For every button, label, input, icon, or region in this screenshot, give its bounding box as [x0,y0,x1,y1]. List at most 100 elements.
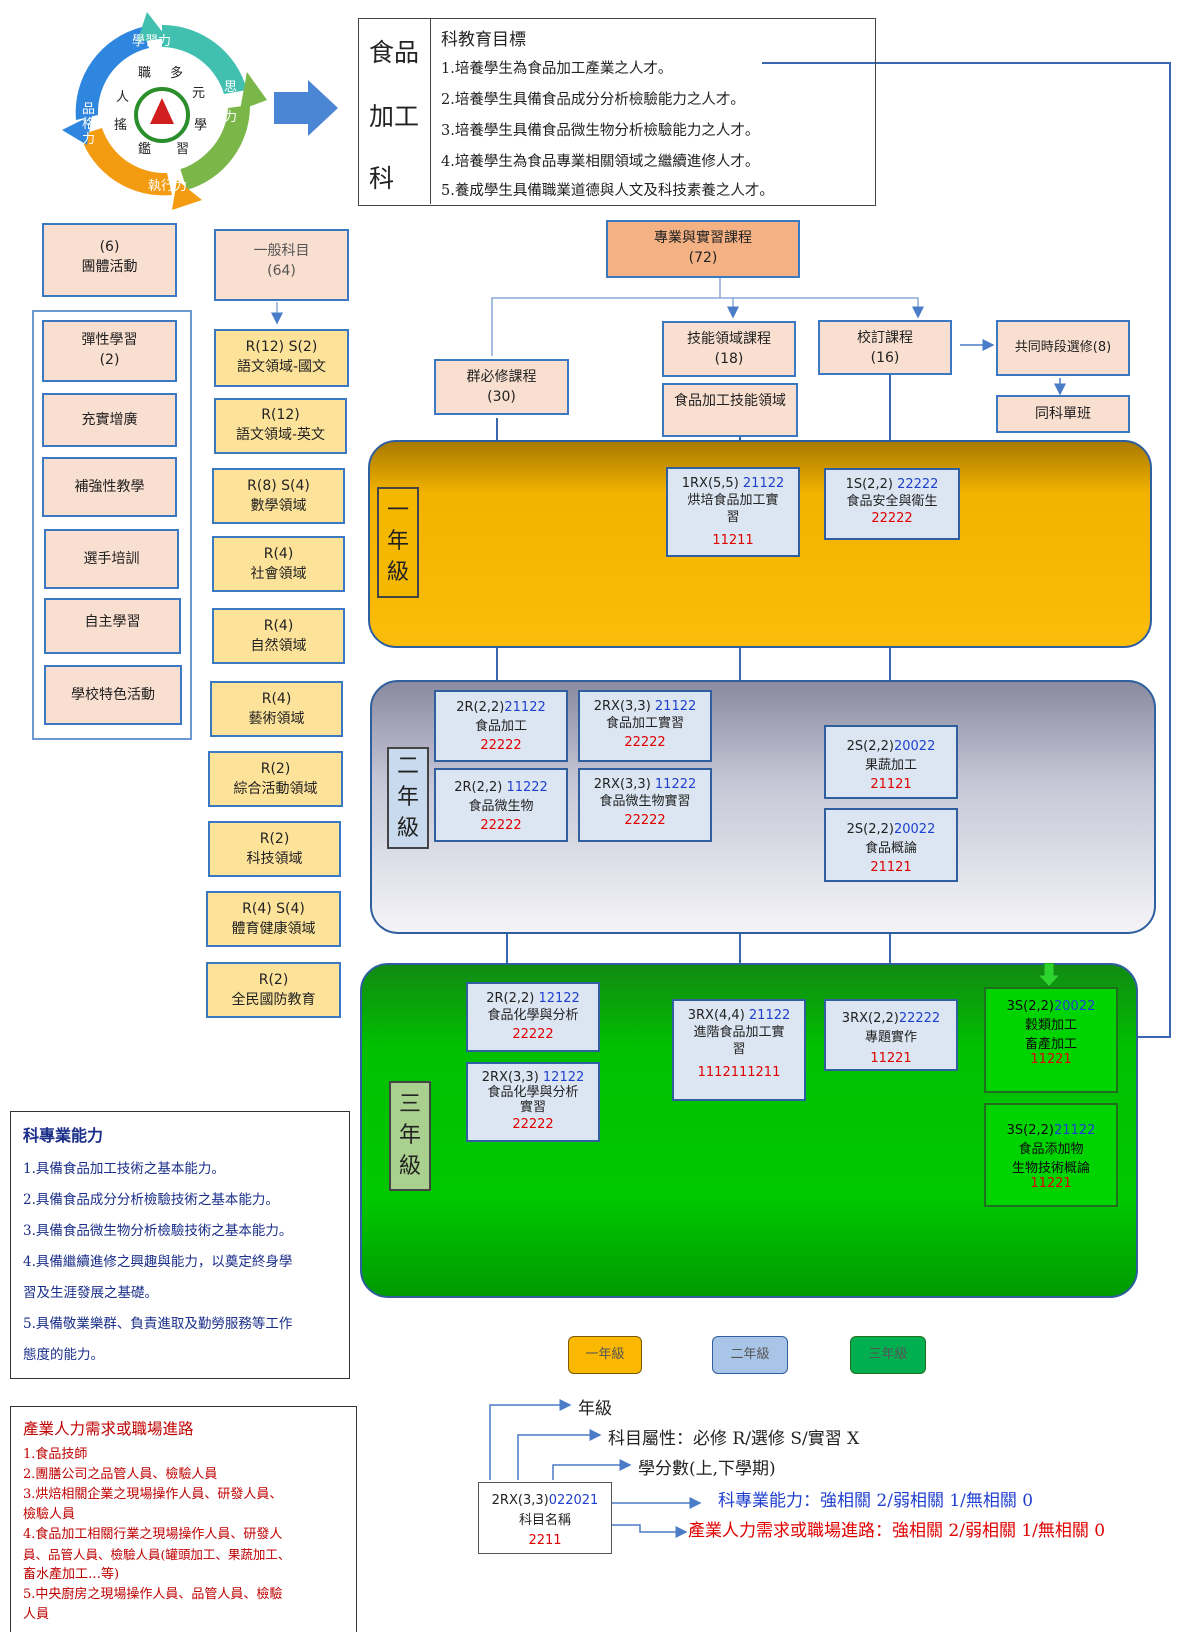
course-ability-code: 20022 [893,739,936,754]
career-4: 4.食品加工相關行業之現場操作人員、研發人 [23,1527,283,1542]
enrichment-box: 充實增廣 [42,393,177,447]
subject-pe-health-code: R(4) S(4) [242,901,305,917]
course-ability-code: 21122 [1053,1123,1096,1138]
course-name-cont: 習 [726,510,740,525]
career-3: 3.烘焙相關企業之現場操作人員、研發人員、 [23,1487,283,1502]
course-name: 食品化學與分析 [487,1085,579,1100]
remedial-label: 補強性教學 [74,479,145,495]
course-name: 食品加工實習 [605,716,684,731]
course-career-code: 22222 [624,735,666,750]
goal-1: 1.培養學生為食品加工產業之人才。 [441,61,673,77]
skill-domain-box: 技能領域課程 (18) [662,321,796,377]
course-ability-code: 11222 [654,777,697,792]
group-required-box: 群必修課程 (30) [434,359,569,415]
course-career-code: 11221 [1030,1176,1072,1191]
department-name-line3: 科 [369,164,395,193]
career-3-cont: 檢驗人員 [23,1507,76,1522]
legend-year2-label: 二年級 [730,1347,770,1362]
school-logo: 學習力 思創力 執行力 品格力 職 多 元 學 習 鑑 搖 人 [52,10,272,210]
subject-pe-health: R(4) S(4) 體育健康領域 [206,891,341,947]
course-ability-code: 11222 [506,780,548,795]
course-code: 2R(2,2) [454,780,503,795]
course-name-cont: 畜產加工 [1024,1037,1077,1052]
course-y2-food-intro: 2S(2,2)20022 食品概論 21121 [824,808,958,882]
course-y2-microbiology-lab: 2RX(3,3) 11222 食品微生物實習 22222 [578,768,712,842]
key-ability-code: 022021 [548,1493,599,1508]
group-required-label: 群必修課程 [466,369,537,385]
key-label-careers: 產業人力需求或職場進路：強相關 2/弱相關 1/無相關 0 [688,1521,1106,1541]
course-code: 3RX(2,2) [841,1011,899,1026]
goal-5: 5.養成學生具備職業道德與人文及科技素養之人才。 [441,183,774,199]
subject-science-name: 自然領域 [250,638,307,654]
year3-char2: 年 [398,1123,421,1148]
subject-math-code: R(8) S(4) [247,478,310,494]
year3-label: 三 年 級 [389,1081,431,1191]
course-career-code: 21121 [870,860,912,875]
school-courses-box: 校訂課程 (16) [818,320,952,375]
course-ability-code: 20022 [893,822,936,837]
group-activity-box: (6) 團體活動 [42,223,177,297]
subject-defense-code: R(2) [258,972,289,988]
course-career-code: 21121 [870,777,912,792]
general-subjects-credits: (64) [267,263,296,279]
subject-science-code: R(4) [263,618,294,634]
ability-5-cont: 態度的能力。 [23,1347,104,1363]
year2-char3: 級 [396,816,419,841]
self-learning-box: 自主學習 [44,598,181,654]
course-ability-code: 21122 [654,699,697,714]
subject-technology-code: R(2) [259,831,290,847]
course-career-code: 11221 [1030,1052,1072,1067]
course-code: 2RX(3,3) [481,1070,539,1085]
logo-inner-7: 搖 [114,118,128,133]
ability-4-cont: 習及生涯發展之基礎。 [23,1285,158,1301]
goal-3: 3.培養學生具備食品微生物分析檢驗能力之人才。 [441,123,760,139]
course-y3-project: 3RX(2,2)22222 專題實作 11221 [824,999,958,1071]
course-ability-code: 21122 [748,1008,791,1023]
subject-pe-health-name: 體育健康領域 [231,921,316,937]
course-ability-code: 12122 [538,991,580,1006]
course-y3-chem-analysis: 2R(2,2) 12122 食品化學與分析 22222 [466,982,600,1052]
course-name: 進階食品加工實 [693,1025,785,1040]
flexible-learning-label: 彈性學習 [81,332,138,348]
course-y3-chem-analysis-lab: 2RX(3,3) 12122 食品化學與分析 實習 22222 [466,1062,600,1142]
course-y2-microbiology: 2R(2,2) 11222 食品微生物 22222 [434,768,568,842]
subject-defense-name: 全民國防教育 [231,992,316,1008]
careers-box: 產業人力需求或職場進路 1.食品技師 2.團膳公司之品管人員、檢驗人員 3.烘焙… [10,1406,357,1632]
school-feature-box: 學校特色活動 [44,665,182,725]
subject-social: R(4) 社會領域 [212,536,345,592]
key-label-attribute: 科目屬性：必修 R/選修 S/實習 X [608,1429,860,1449]
right-arrow-icon [274,80,338,136]
course-ability-code: 12122 [542,1070,585,1085]
career-2: 2.團膳公司之品管人員、檢驗人員 [23,1467,218,1482]
ability-5: 5.具備敬業樂群、負責進取及勤勞服務等工作 [23,1316,293,1332]
course-name: 食品化學與分析 [487,1008,579,1023]
remedial-box: 補強性教學 [42,457,177,517]
subject-integrative-name: 綜合活動領域 [233,781,318,797]
key-code: 2RX(3,3) [491,1493,549,1508]
course-code: 1RX(5,5) [681,476,739,491]
course-name-cont: 習 [732,1042,746,1057]
course-career-code: 22222 [624,813,666,828]
subject-arts: R(4) 藝術領域 [210,681,343,737]
career-1: 1.食品技師 [23,1447,88,1462]
course-ability-code: 21122 [742,476,785,491]
ability-1: 1.具備食品加工技術之基本能力。 [23,1161,225,1177]
course-name: 食品添加物 [1018,1142,1084,1157]
course-code: 3S(2,2) [1006,999,1054,1014]
general-subjects-header: 一般科目 (64) [214,229,349,301]
legend-year2: 二年級 [712,1336,788,1374]
course-name: 食品加工 [474,719,527,734]
skill-sub-label: 食品加工技能領域 [674,393,786,409]
course-name-cont: 實習 [519,1100,546,1115]
course-career-code: 22222 [480,738,522,753]
year3-char3: 級 [398,1154,421,1179]
ability-4: 4.具備繼續進修之興趣與能力，以奠定終身學 [23,1254,293,1270]
course-name-cont: 生物技術概論 [1011,1161,1090,1176]
subject-social-name: 社會領域 [250,566,307,582]
school-courses-label: 校訂課程 [857,330,913,346]
year3-char1: 三 [398,1092,421,1117]
abilities-title: 科專業能力 [23,1126,104,1145]
course-y1-safety: 1S(2,2) 22222 食品安全與衛生 22222 [824,468,960,540]
self-learning-label: 自主學習 [84,614,141,630]
goal-2: 2.培養學生具備食品成分分析檢驗能力之人才。 [441,92,745,108]
